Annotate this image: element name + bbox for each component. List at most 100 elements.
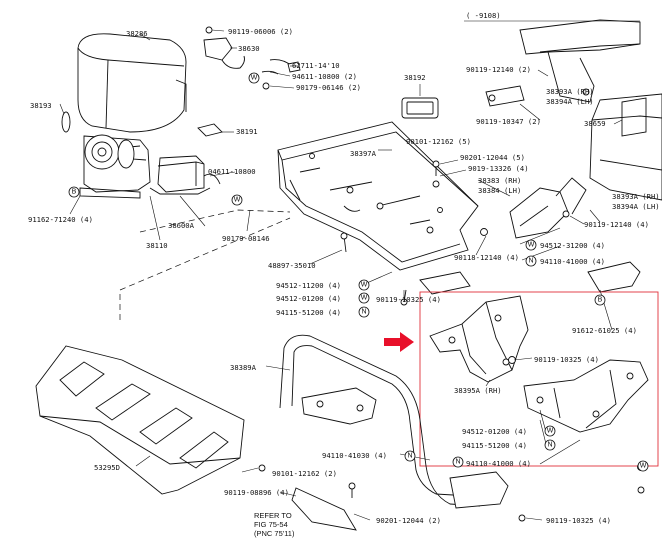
label-38394Ar: 38394A (LH): [612, 202, 660, 211]
callout-n-1: N: [358, 306, 370, 318]
bumper-bar-38389A[interactable]: [279, 334, 509, 509]
clip-refer-75-54[interactable]: [291, 487, 357, 531]
cover-plate-38191: [197, 123, 223, 137]
label-90118: 90118-12140 (4): [454, 253, 519, 262]
label-90201a: 90201-12044 (5): [460, 153, 525, 162]
relay-38600A[interactable]: [149, 155, 221, 195]
motor-unit-38110[interactable]: [79, 134, 151, 199]
labels: 38286 38193 91162-71240 (4) 38110 38600A…: [28, 11, 660, 538]
label-91162: 91162-71240 (4): [28, 215, 93, 224]
label-38397A: 38397A: [350, 149, 377, 158]
callout-w-7: W: [637, 460, 649, 472]
callout-b-2: B: [594, 294, 606, 306]
label-38192: 38192: [404, 73, 426, 82]
bracket-38630[interactable]: [203, 26, 301, 90]
svg-text:W: W: [528, 242, 535, 249]
callout-w-3: W: [358, 279, 370, 291]
dashed-outline-left: [119, 217, 291, 320]
svg-text:W: W: [251, 75, 258, 82]
label-90119a: 90119-06006 (2): [228, 27, 293, 36]
svg-text:W: W: [361, 295, 368, 302]
label-38110: 38110: [146, 241, 168, 250]
label-refer-2: FIG 75-54: [254, 520, 288, 529]
label-94110d: 94110-41000 (4): [466, 459, 531, 468]
svg-text:N: N: [407, 453, 412, 460]
label-04611: 04611-10800: [208, 167, 256, 176]
label-94115a: 94115-51200 (4): [276, 308, 341, 317]
label-refer-1: REFER TO: [254, 511, 292, 520]
label-refer-3: (PNC 75'11): [254, 529, 295, 538]
label-90119h: 90119-10325 (4): [534, 355, 599, 364]
label-94115b: 94115-51200 (4): [462, 441, 527, 450]
callout-b-1: B: [68, 186, 80, 198]
label-53295D: 53295D: [94, 463, 120, 472]
label-90119j: 90119-10325 (4): [546, 516, 611, 525]
label-90119c: 90119-12140 (4): [584, 220, 649, 229]
sensor-38192[interactable]: [401, 97, 439, 119]
label-90119b: 9019-13326 (4): [468, 164, 529, 173]
callout-n-3: N: [544, 439, 556, 451]
svg-text:W: W: [361, 282, 368, 289]
label-90119f: 90119-10347 (2): [476, 117, 541, 126]
label-38389A: 38389A: [230, 363, 257, 372]
callout-w-1: W: [248, 72, 260, 84]
ring-38193: [61, 111, 71, 133]
label-date-range: ( -9108): [466, 11, 501, 20]
label-90119e: 90119-12140 (2): [466, 65, 531, 74]
svg-text:W: W: [234, 197, 241, 204]
bracket-38393A[interactable]: [485, 19, 641, 107]
svg-text:B: B: [598, 297, 603, 304]
label-90101b: 90101-12162 (2): [272, 469, 337, 478]
label-38393Ar: 38393A (RH): [612, 192, 660, 201]
label-38394A: 38394A (LH): [546, 97, 594, 106]
label-38286: 38286: [126, 29, 148, 38]
label-38659: 38659: [584, 119, 606, 128]
callout-n-5: N: [452, 456, 464, 468]
svg-text:N: N: [455, 459, 460, 466]
label-94512e: 94512-01200 (4): [462, 427, 527, 436]
svg-text:N: N: [547, 442, 552, 449]
label-38395A: 38395A (RH): [454, 386, 502, 395]
svg-text:W: W: [640, 463, 647, 470]
callout-w-5: W: [525, 239, 537, 251]
pointer-arrow: [384, 332, 414, 352]
label-38630: 38630: [238, 44, 260, 53]
label-38384: 38384 (LH): [478, 186, 521, 195]
label-91612: 91612-61025 (4): [572, 326, 637, 335]
bolt-group-center: [340, 160, 488, 306]
callout-w-4: W: [358, 292, 370, 304]
label-38393A: 38393A (RH): [546, 87, 594, 96]
label-94110a: 94110-41000 (4): [540, 257, 605, 266]
dashed-outline-upper: [139, 209, 291, 233]
label-94611: 94611-10800 (2): [292, 72, 357, 81]
svg-text:N: N: [528, 258, 533, 265]
callout-w-6: W: [544, 425, 556, 437]
bolt-group-lower: [258, 464, 526, 522]
label-90179b: 90179-06146 (2): [296, 83, 361, 92]
callout-w-2: W: [231, 194, 243, 206]
label-90101a: 90101-12162 (5): [406, 137, 471, 146]
callout-n-2: N: [525, 255, 537, 267]
motor-assembly-38286[interactable]: [77, 33, 187, 133]
bracket-38395A-rh[interactable]: [429, 295, 529, 383]
bracket-38396A-lh[interactable]: [523, 359, 649, 433]
label-38383: 38383 (RH): [478, 176, 521, 185]
label-38600A: 38600A: [168, 221, 195, 230]
highlight-box: [419, 291, 659, 467]
label-94512c: 94512-01200 (4): [276, 294, 341, 303]
label-90201b: 90201-12044 (2): [376, 516, 441, 525]
label-62711: 62711-14'10: [292, 61, 340, 70]
callout-n-4: N: [404, 450, 416, 462]
label-90119i: 90119-08896 (4): [224, 488, 289, 497]
label-94512a: 94512-31200 (4): [540, 241, 605, 250]
frame-rail-38659[interactable]: [589, 93, 662, 201]
bracket-38383[interactable]: [509, 177, 587, 239]
bracket-91612[interactable]: [587, 261, 641, 293]
svg-text:N: N: [361, 309, 366, 316]
skid-plate-53295D[interactable]: [35, 345, 245, 495]
label-94110c: 94110-41030 (4): [322, 451, 387, 460]
label-38193: 38193: [30, 101, 52, 110]
label-38191: 38191: [236, 127, 258, 136]
svg-text:B: B: [72, 189, 77, 196]
